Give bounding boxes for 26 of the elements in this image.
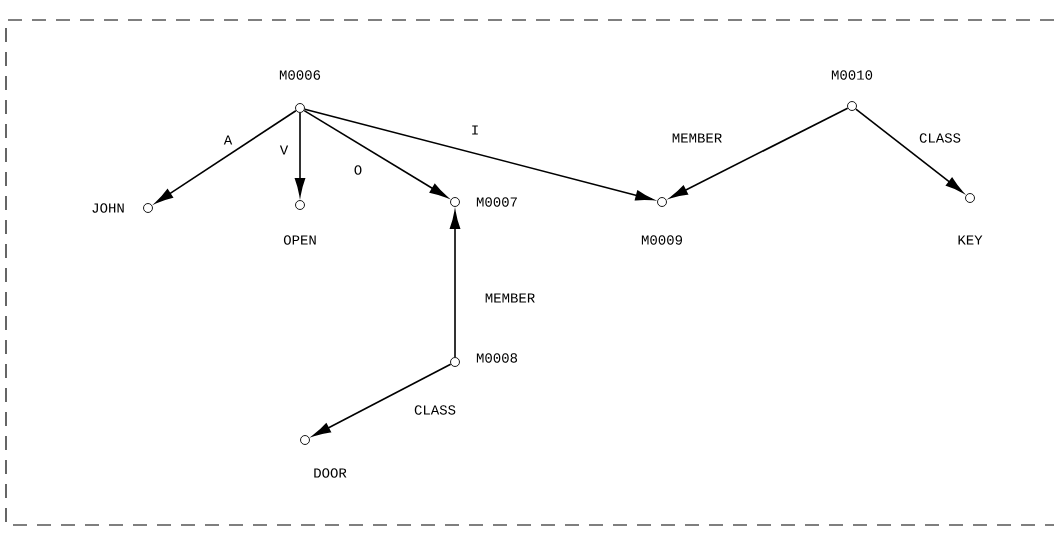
concept-node: KEY [958, 193, 983, 245]
node-label: M0008 [476, 353, 518, 363]
node-label: M0006 [279, 70, 321, 80]
edge-label: MEMBER [483, 292, 537, 304]
arrow [669, 107, 849, 199]
concept-node: OPEN [283, 200, 316, 245]
concept-node: M0006 [279, 70, 321, 113]
node-label: OPEN [283, 235, 316, 245]
arrow [312, 363, 452, 437]
arrow [155, 109, 297, 204]
edge-label: CLASS [918, 132, 962, 144]
concept-node: M0010 [831, 70, 873, 111]
concept-node: DOOR [300, 435, 347, 478]
concept-node: M0009 [641, 197, 683, 245]
concept-node: M0008 [450, 353, 518, 367]
edge-label: V [278, 144, 290, 156]
edge-label: A [222, 134, 234, 146]
node-label: DOOR [314, 468, 347, 478]
edge-label: MEMBER [670, 132, 724, 144]
node-label: JOHN [92, 203, 124, 213]
edge-label: CLASS [413, 404, 457, 416]
node-label: M0010 [831, 70, 873, 80]
node-label: M0009 [641, 235, 683, 245]
arrow [855, 108, 964, 193]
node-label: KEY [958, 235, 983, 245]
concept-node: JOHN [92, 203, 153, 213]
